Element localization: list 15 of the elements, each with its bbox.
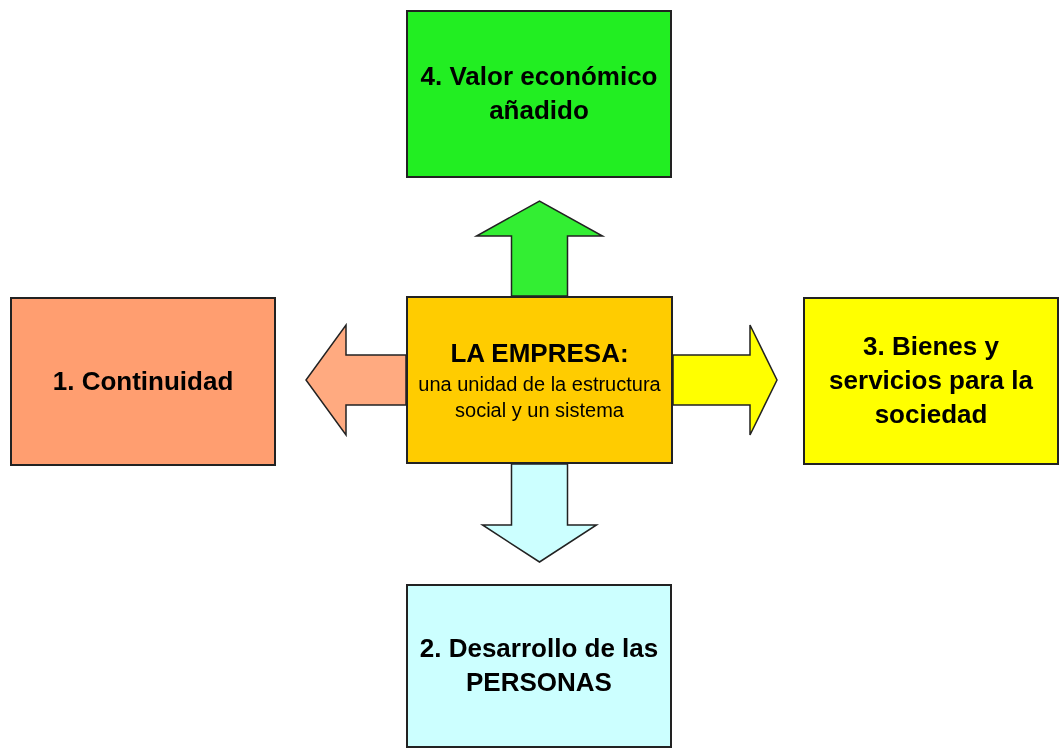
goods-box bbox=[803, 297, 1059, 465]
company-box bbox=[406, 296, 673, 464]
block-arrow bbox=[479, 463, 600, 563]
continuity-box bbox=[10, 297, 276, 466]
block-arrow bbox=[305, 322, 407, 438]
box-title: LA EMPRESA: bbox=[449, 337, 630, 371]
block-arrow bbox=[672, 324, 778, 436]
box-title: 2. Desarrollo de las PERSONAS bbox=[418, 632, 660, 699]
people-box bbox=[406, 584, 672, 748]
value-box bbox=[406, 10, 672, 178]
box-title: 3. Bienes y servicios para la sociedad bbox=[828, 330, 1034, 431]
box-title: 4. Valor económico añadido bbox=[419, 60, 659, 127]
block-arrow bbox=[473, 200, 606, 297]
box-description: una unidad de la estructura social y un sistema bbox=[417, 371, 662, 423]
box-title: 1. Continuidad bbox=[51, 364, 235, 398]
